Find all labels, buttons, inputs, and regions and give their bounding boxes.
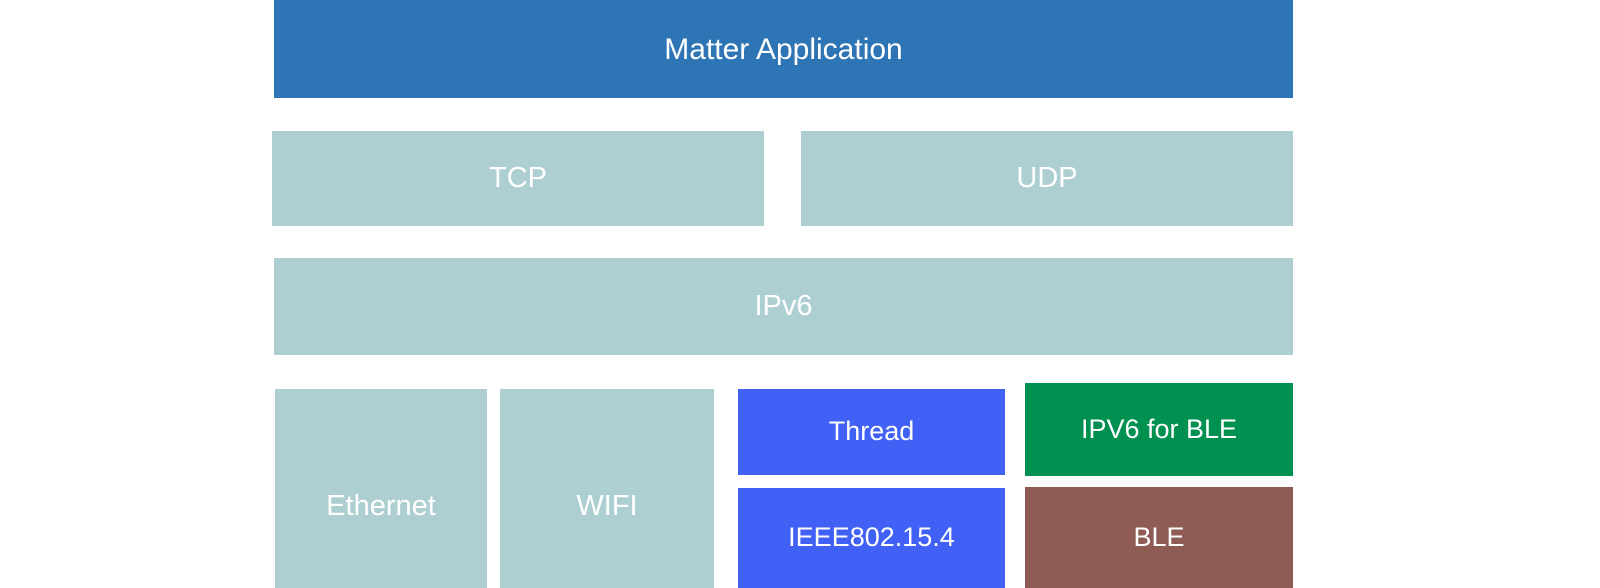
block-label: WIFI — [576, 490, 638, 523]
block-tcp: TCP — [272, 131, 764, 226]
block-wifi: WIFI — [500, 389, 714, 588]
block-label: Ethernet — [326, 490, 436, 523]
block-label: IEEE802.15.4 — [788, 522, 955, 553]
block-label: UDP — [1016, 161, 1078, 194]
block-ipv6-for-ble: IPV6 for BLE — [1025, 383, 1293, 476]
block-matter-application: Matter Application — [274, 0, 1293, 98]
block-thread: Thread — [738, 389, 1005, 475]
block-ipv6: IPv6 — [274, 258, 1293, 355]
block-label: Thread — [828, 416, 915, 447]
block-label: BLE — [1133, 521, 1185, 552]
block-label: Matter Application — [664, 32, 903, 66]
block-ble: BLE — [1025, 487, 1293, 588]
block-ethernet: Ethernet — [275, 389, 487, 588]
block-label: IPv6 — [754, 289, 813, 322]
block-udp: UDP — [801, 131, 1293, 226]
block-ieee802154: IEEE802.15.4 — [738, 488, 1005, 588]
block-label: TCP — [489, 161, 547, 194]
block-label: IPV6 for BLE — [1080, 413, 1238, 444]
